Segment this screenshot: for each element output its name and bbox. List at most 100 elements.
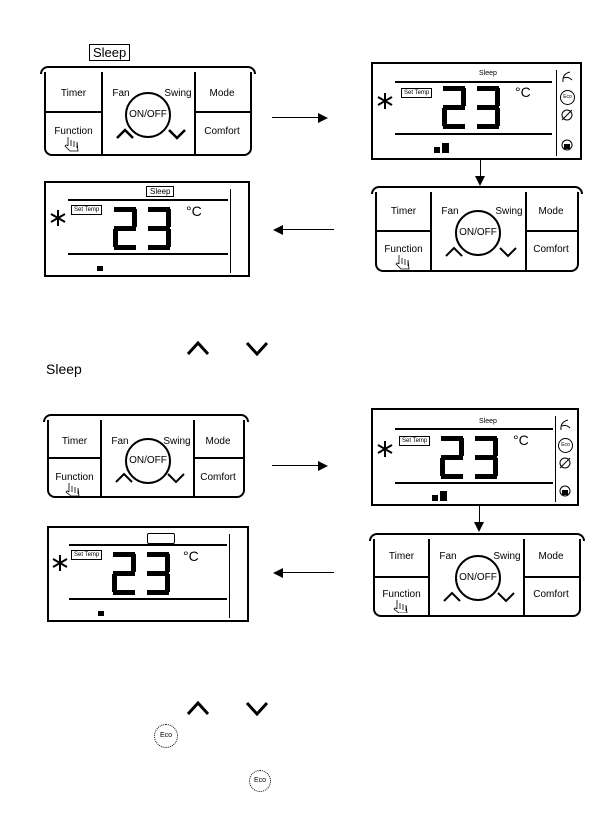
lcd-divider [69,598,227,600]
lcd-side-divider [555,416,556,502]
down-arrow-icon[interactable] [497,591,515,603]
arrow-right-head [318,113,328,123]
remote-keypad: Timer Fan Swing Mode Function Comfort ON… [44,72,252,156]
sleep-label: Sleep [46,361,82,377]
on-off-button[interactable]: ON/OFF [125,92,171,138]
fan-button[interactable]: Fan [433,551,463,562]
comfort-button[interactable]: Comfort [194,126,250,137]
divider [101,72,103,154]
down-arrow-icon[interactable] [168,128,186,140]
lcd-display: Sleep Set Temp °C [44,181,250,277]
celsius-unit: °C [515,84,531,100]
lock-icon [558,484,572,498]
keypad-top-edge [43,414,249,422]
divider [430,192,432,270]
timer-button[interactable]: Timer [46,88,101,99]
divider [194,72,196,154]
on-off-button[interactable]: ON/OFF [125,438,171,484]
down-arrow-icon [245,700,269,716]
lcd-side-divider [230,189,231,273]
temperature-digits [110,205,180,253]
hand-pointer-icon [393,252,415,270]
fan-speed-icon [433,142,455,154]
temperature-digits [109,550,179,598]
lcd-display: Sleep Set Temp °C Eco [371,62,582,160]
mode-button[interactable]: Mode [194,88,250,99]
snowflake-icon [49,209,67,227]
divider [523,576,579,578]
sleep-indicator: Sleep [473,418,503,425]
sleep-indicator-label: Sleep [89,44,130,61]
arrow-left [282,229,334,230]
eco-icon: Eco [558,438,573,453]
lock-icon [560,138,574,152]
timer-button[interactable]: Timer [375,551,428,562]
keypad-top-edge [369,533,585,541]
remote-keypad: Timer Fan Swing Mode Function Comfort ON… [375,192,579,272]
fan-speed-icon [96,264,106,272]
mode-button[interactable]: Mode [523,551,579,562]
fan-off-icon [558,456,572,470]
arrow-left-head [273,568,283,578]
sleep-indicator: Sleep [473,70,503,77]
arrow-right [272,117,320,118]
lcd-side-divider [229,534,230,618]
keypad-top-edge [40,66,256,74]
sleep-indicator-empty [147,533,175,544]
lcd-divider [395,81,552,83]
comfort-button[interactable]: Comfort [523,589,579,600]
arrow-left-head [273,225,283,235]
eco-icon: Eco [560,90,575,105]
hand-pointer-icon [391,597,413,613]
comfort-button[interactable]: Comfort [193,472,243,483]
sleep-indicator: Sleep [146,186,174,197]
down-arrow-icon[interactable] [499,246,517,258]
temperature-digits [439,84,509,132]
lcd-divider [395,133,552,135]
divider [377,230,430,232]
celsius-unit: °C [183,548,199,564]
swing-button[interactable]: Swing [491,551,523,562]
on-off-button[interactable]: ON/OFF [455,210,501,256]
comfort-button[interactable]: Comfort [525,244,577,255]
swing-button[interactable]: Swing [161,436,193,447]
up-arrow-icon [186,700,210,716]
divider [49,457,100,459]
timer-button[interactable]: Timer [49,436,100,447]
set-temp-label: Set Temp [401,88,432,98]
arrow-left [282,572,334,573]
snowflake-icon [376,92,394,110]
eco-icon: Eco [154,724,178,748]
on-off-button[interactable]: ON/OFF [455,555,501,601]
lcd-display: Sleep Set Temp °C Eco [371,408,579,506]
down-arrow-icon[interactable] [167,472,185,484]
divider [194,111,250,113]
divider [193,457,243,459]
lcd-divider [69,544,227,546]
arrow-right [272,465,320,466]
arrow-down-head [475,176,485,186]
swing-icon [560,70,574,84]
arrow-right-head [318,461,328,471]
mode-button[interactable]: Mode [193,436,243,447]
set-temp-label: Set Temp [71,205,102,215]
snowflake-icon [51,554,69,572]
fan-speed-icon [97,609,107,617]
lcd-divider [68,199,228,201]
eco-icon: Eco [249,770,271,792]
mode-button[interactable]: Mode [525,206,577,217]
hand-pointer-icon [63,480,85,496]
timer-button[interactable]: Timer [377,206,430,217]
celsius-unit: °C [186,203,202,219]
fan-button[interactable]: Fan [435,206,465,217]
up-arrow-icon[interactable] [443,591,461,603]
lcd-divider [68,253,228,255]
set-temp-label: Set Temp [399,436,430,446]
remote-keypad: Timer Fan Swing Mode Function Comfort ON… [373,539,581,617]
swing-button[interactable]: Swing [493,206,525,217]
down-arrow-icon [245,340,269,356]
swing-button[interactable]: Swing [162,88,194,99]
lcd-divider [395,482,553,484]
fan-speed-icon [431,490,453,502]
divider [375,576,428,578]
